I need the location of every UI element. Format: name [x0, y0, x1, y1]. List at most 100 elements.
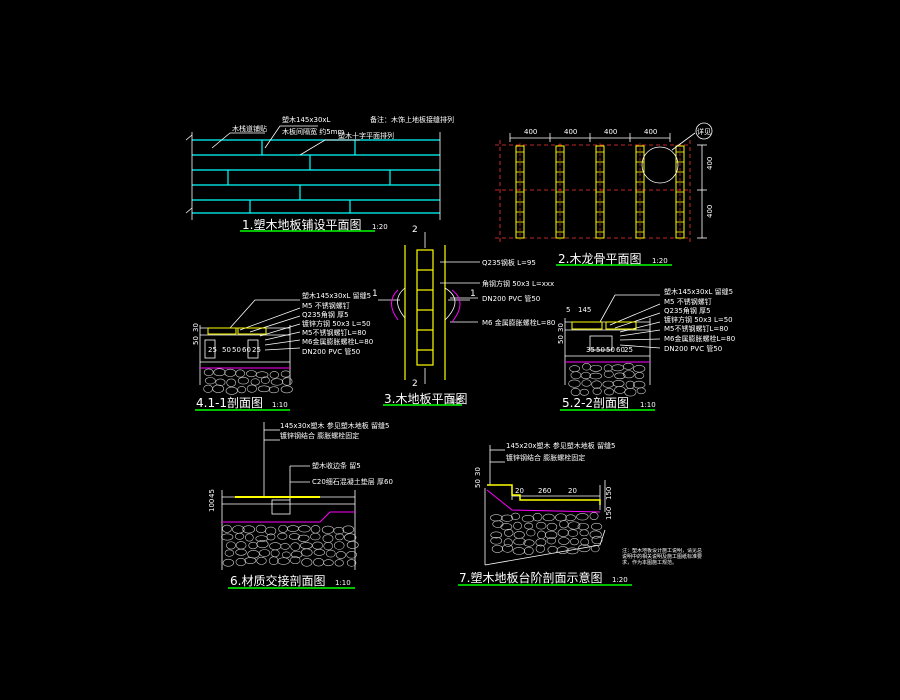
stone [237, 386, 247, 394]
stone [290, 542, 301, 551]
d3-mark-2-bottom: 2 [412, 379, 418, 389]
stone [510, 512, 521, 520]
d4-gravel-bed [203, 368, 293, 395]
d1-label-4: 备注：木饰上地板接缝排列 [370, 115, 454, 124]
d6-dim-0: 100 [208, 499, 216, 512]
stone [310, 525, 321, 534]
d2-dim-top-2: 400 [604, 128, 617, 136]
stone [321, 525, 334, 534]
d5-dim-1: 145 [578, 306, 591, 314]
d5-dim-7: 60 [616, 346, 625, 354]
d1-title: 1.塑木地板铺设平面图 [242, 217, 361, 232]
stone [532, 513, 543, 522]
stone [546, 522, 558, 531]
stone [265, 526, 277, 536]
stone [300, 548, 313, 557]
d7-label-1: 镀锌钢结合 膨胀螺栓固定 [506, 453, 585, 462]
stone [247, 550, 260, 559]
stone [335, 551, 347, 559]
stone [535, 544, 545, 553]
d7-dim-top-1: 260 [538, 487, 551, 495]
stone [222, 524, 232, 533]
stone [544, 530, 558, 539]
d5-dim-2: 50 [557, 335, 565, 344]
stone [490, 531, 503, 539]
d4-dim-5: 60 [242, 346, 251, 354]
d5-label-2: Q235角钢 厚5 [664, 306, 711, 315]
joist-group [515, 143, 685, 240]
stone [346, 551, 357, 559]
stone [235, 541, 247, 550]
stone [323, 541, 333, 551]
stone [524, 522, 534, 530]
d5-label-6: DN200 PVC 管50 [664, 344, 722, 353]
stone [490, 514, 503, 522]
stone [603, 364, 613, 372]
d4-label-5: M6金属膨胀螺栓L=80 [302, 337, 373, 346]
d7-dim-left-1: 30 [474, 467, 482, 476]
stone [570, 371, 582, 380]
stone [234, 532, 245, 540]
stone [582, 363, 591, 371]
stone [280, 543, 290, 550]
stone [222, 558, 234, 567]
stone [568, 379, 581, 388]
stone [579, 388, 589, 396]
stone [535, 521, 547, 530]
stone [266, 533, 276, 541]
stone [566, 547, 579, 555]
d5-label-4: M5不锈钢螺钉L=80 [664, 324, 728, 333]
stone [570, 387, 581, 396]
stone [270, 378, 284, 386]
stone [555, 513, 567, 522]
stone [589, 512, 599, 520]
d6-label-2: 塑木收边条 留5 [312, 461, 361, 470]
stone [636, 387, 646, 395]
d7-scale: 1:20 [612, 576, 628, 584]
d4-dim-1: 30 [192, 323, 200, 332]
d6-title: 6.材质交接剖面图 [230, 573, 325, 588]
d1-label-1: 塑木145x30xL [282, 115, 331, 124]
stone [526, 528, 536, 537]
d5-dim-6: 50 [606, 346, 615, 354]
stone [589, 530, 602, 539]
stone [346, 559, 357, 567]
d5-label-5: M6金属膨胀螺栓L=80 [664, 334, 735, 343]
stone [334, 559, 344, 567]
stone [277, 557, 290, 565]
stone [535, 538, 547, 547]
stone [523, 539, 535, 547]
stone [298, 525, 311, 533]
stone [280, 370, 291, 378]
d3-label-3: M6 金属膨胀螺栓L=80 [482, 318, 555, 327]
drawing-1-plank-plan: 木栈道铺贴 塑木145x30xL 木板间隔宽 约5mm 塑木十字平面排列 备注：… [185, 115, 454, 232]
stone [567, 521, 581, 530]
stone [278, 524, 288, 533]
d4-title: 4.1-1剖面图 [196, 396, 263, 410]
stone [282, 377, 293, 386]
stone [567, 529, 579, 537]
stone [300, 542, 313, 550]
d4-dim-6: 25 [252, 346, 261, 354]
stone [513, 521, 522, 530]
stone [221, 533, 234, 541]
stone [513, 531, 525, 539]
drawing-2-joist-plan: 400 400 400 400 400 400 详见 2.木龙骨平面图 1:20 [495, 122, 714, 266]
drawing-3-floor-plan: 2 2 1 1 Q235钢板 L=95 角钢方钢 50x3 L=xxx DN20… [372, 225, 555, 406]
stone [333, 541, 345, 550]
stone [542, 513, 555, 522]
d7-dim-right-1: 150 [605, 507, 613, 520]
d6-scale: 1:10 [335, 579, 351, 587]
stone [614, 386, 626, 394]
d6-dim-1: 45 [208, 489, 216, 498]
stone [203, 368, 214, 377]
stone [289, 533, 300, 540]
stone [502, 544, 514, 553]
stone [579, 529, 589, 537]
stone [565, 514, 576, 522]
stone [237, 377, 249, 385]
d5-label-0: 塑木145x30xL 留缝5 [664, 287, 733, 296]
d5-scale: 1:10 [640, 401, 656, 409]
stone [558, 537, 570, 545]
